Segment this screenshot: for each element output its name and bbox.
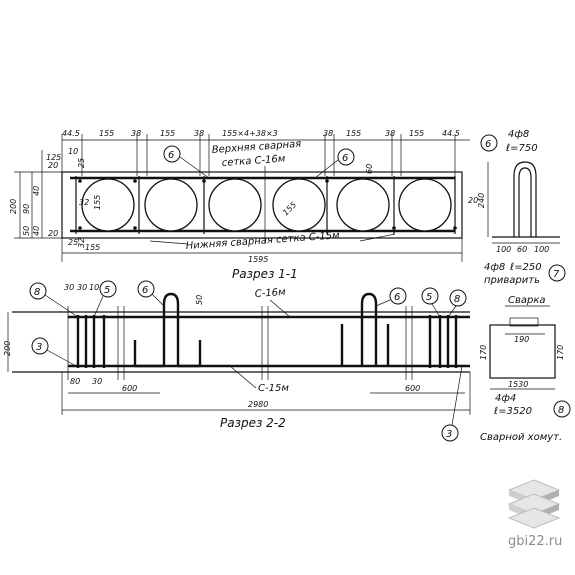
stirrup-weld-label: Сварка	[508, 295, 546, 306]
dim-155b: 155	[85, 243, 100, 252]
part6-dim-100a: 100	[496, 245, 511, 254]
s22-mesh-top: С-16м	[254, 287, 286, 300]
top-dim-4: 155	[160, 129, 175, 138]
s22-dim-80: 80	[70, 377, 80, 386]
dim-32-top: 32	[79, 198, 89, 207]
part-7-detail: 4ф8 ℓ=250 приварить 7	[484, 262, 566, 286]
part7-note: приварить	[484, 275, 540, 286]
stirrup-spec: 4ф4	[495, 393, 516, 404]
dim-20-bottom: 20	[48, 229, 58, 238]
label-top-mesh: Верхняя сварная	[211, 139, 301, 156]
top-dim-11: 44.5	[442, 129, 460, 138]
part7-spec: 4ф8	[484, 262, 505, 273]
part7-length: ℓ=250	[510, 262, 542, 273]
callout-8-right: 8	[454, 294, 460, 305]
stirrup-dim-190: 190	[514, 335, 529, 344]
top-dim-2: 155	[99, 129, 114, 138]
label-top-mesh-2: сетка С-16м	[221, 154, 286, 169]
dim-1595: 1595	[248, 255, 268, 264]
s22-dim-10: 10	[89, 283, 99, 292]
part6-dim-100b: 100	[534, 245, 549, 254]
stirrup-dim-170-right: 170	[556, 345, 565, 360]
s22-dim-50: 50	[195, 295, 204, 305]
part6-dim-240: 240	[477, 193, 486, 208]
stirrup-title: Сварной хомут.	[480, 432, 562, 443]
dim-50: 50	[22, 226, 31, 236]
dim-10: 10	[68, 147, 78, 156]
callout-6-s22-left: 6	[142, 285, 148, 296]
dim-125: 125	[46, 153, 61, 162]
dim-32-bottom: 32	[77, 238, 86, 248]
dim-25-top: 25	[77, 158, 86, 168]
s22-dim-2980: 2980	[248, 400, 268, 409]
stirrup-dim-170-left: 170	[479, 345, 488, 360]
s22-dim-30a: 30	[64, 283, 74, 292]
callout-6-left: 6	[168, 150, 174, 161]
stirrup-callout: 8	[558, 405, 564, 416]
stirrup-dim-1530: 1530	[508, 380, 528, 389]
s22-dim-30c: 30	[92, 377, 102, 386]
logo-icon	[507, 479, 561, 529]
s22-dim-200: 200	[3, 341, 12, 356]
callout-8-left: 8	[34, 287, 40, 298]
top-dim-3: 38	[131, 129, 141, 138]
dim-155-vert: 155	[93, 195, 102, 210]
dim-40-left: 40	[32, 186, 41, 196]
site-watermark: gbi22.ru	[508, 534, 563, 549]
top-dim-5: 38	[194, 129, 204, 138]
callout-6-s22-right: 6	[394, 292, 400, 303]
dim-25-bottom: 25	[68, 238, 78, 247]
part7-callout: 7	[553, 269, 560, 280]
section-2-2: 30 30 10 50 С-16м С-15м 200 80 30 600 60…	[3, 280, 471, 442]
section-2-2-title: Разрез 2-2	[220, 416, 286, 430]
stirrup-length: ℓ=3520	[494, 406, 532, 417]
welded-stirrup: Сварка 190 170 170 1530 4ф4 ℓ=3520 8 Сва…	[479, 295, 571, 443]
part-6-detail: 6 4ф8 ℓ=750 240 100 60 100	[477, 129, 560, 254]
part6-callout: 6	[485, 139, 491, 150]
dim-200-left: 200	[9, 199, 18, 214]
label-bottom-mesh: Нижняя сварная сетка С-15м	[185, 230, 340, 252]
top-dim-6: 155×4+38×3	[222, 129, 278, 138]
s22-dim-600-right: 600	[405, 384, 420, 393]
dim-60: 60	[365, 164, 374, 174]
callout-6-right: 6	[342, 153, 348, 164]
top-dim-1: 44.5	[62, 129, 80, 138]
part6-length: ℓ=750	[506, 143, 538, 154]
s22-dim-30b: 30	[77, 283, 87, 292]
section-1-1-title: Разрез 1-1	[232, 267, 298, 281]
dim-20-right: 20	[468, 196, 478, 205]
top-dim-8: 155	[346, 129, 361, 138]
dim-20-left: 20	[48, 161, 58, 170]
section-1-1: 44.5 155 38 155 38 155×4+38×3 38 155 38 …	[9, 129, 478, 281]
s22-dim-600-left: 600	[122, 384, 137, 393]
part6-dim-60: 60	[517, 245, 527, 254]
callout-5-right: 5	[426, 292, 432, 303]
callout-3-right: 3	[446, 429, 452, 440]
callout-5-left: 5	[104, 285, 110, 296]
top-dim-9: 38	[385, 129, 395, 138]
callout-3-left: 3	[36, 342, 42, 353]
dim-90: 90	[22, 204, 31, 214]
dim-40-bottom: 40	[32, 226, 41, 236]
s22-mesh-bottom: С-15м	[258, 383, 289, 394]
part6-spec: 4ф8	[508, 129, 529, 140]
top-dim-10: 155	[409, 129, 424, 138]
top-dim-7: 38	[323, 129, 333, 138]
